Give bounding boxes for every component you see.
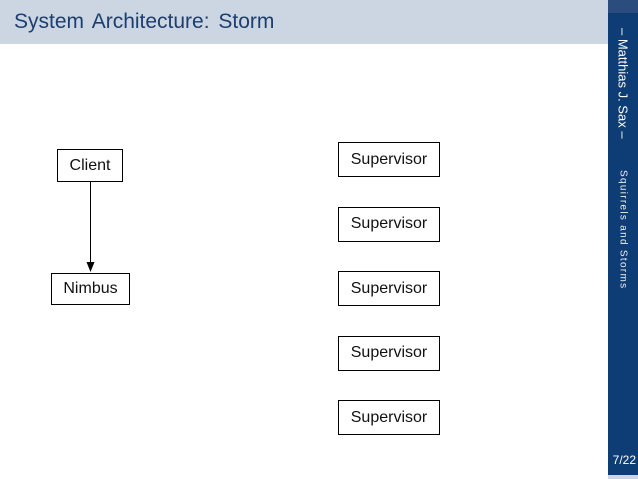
sidebar-footer-strip xyxy=(608,475,638,479)
supervisor-box: Supervisor xyxy=(338,271,440,306)
sidebar-author-text: – Matthias J. Sax – xyxy=(615,28,631,139)
slide-title: System Architecture: Storm xyxy=(14,10,275,33)
nimbus-box-label: Nimbus xyxy=(63,280,118,297)
supervisor-box-label: Supervisor xyxy=(350,408,428,426)
client-to-nimbus-arrow xyxy=(86,181,95,272)
supervisor-box: Supervisor xyxy=(338,335,440,371)
client-box-label: Client xyxy=(69,156,111,174)
sidebar-top-accent xyxy=(608,0,638,13)
client-box: Client xyxy=(57,149,123,182)
supervisor-column: Supervisor Supervisor Supervisor Supervi… xyxy=(338,142,440,435)
nimbus-box: Nimbus xyxy=(51,273,130,305)
supervisor-box: Supervisor xyxy=(338,400,440,435)
supervisor-box-label: Supervisor xyxy=(350,279,428,297)
supervisor-box-label: Supervisor xyxy=(350,344,428,361)
slide-header: System Architecture: Storm xyxy=(0,0,608,44)
supervisor-box: Supervisor xyxy=(338,206,440,242)
supervisor-box: Supervisor xyxy=(338,142,440,177)
supervisor-box-label: Supervisor xyxy=(350,150,428,168)
sidebar: – Matthias J. Sax – Squirrels and Storms… xyxy=(608,0,638,475)
supervisor-box-label: Supervisor xyxy=(350,215,428,232)
page-indicator: 7/22 xyxy=(612,453,636,467)
sidebar-subtitle-text: Squirrels and Storms xyxy=(617,170,629,290)
